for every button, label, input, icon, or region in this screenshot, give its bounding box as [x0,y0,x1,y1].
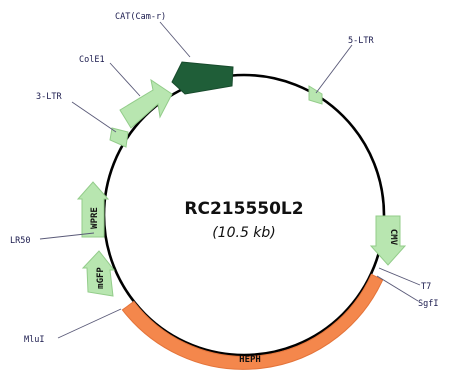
lr50-label: LR50 [10,236,30,246]
heph-label: HEPH [239,355,261,365]
ltr5-label: 5-LTR [348,36,374,46]
mgfp-label: mGFP [96,267,106,289]
mlui-label: MluI [24,335,44,345]
sgfi-label: SgfI [418,299,438,309]
cmv-arrow [369,215,407,266]
cat-arrow [171,61,234,95]
cmv-label: CMV [388,229,398,246]
cole1-label: ColE1 [79,55,105,65]
cole1-arrow [119,78,173,129]
cat-label: CAT(Cam-r) [115,12,166,22]
ltr5-arrow [308,85,323,105]
ltr3-arrow [109,127,129,148]
wpre-arrow [76,181,110,238]
plasmid-size: (10.5 kb) [212,225,276,241]
heph-arc [121,273,384,370]
t7-label: T7 [421,282,431,292]
plasmid-name: RC215550L2 [184,199,303,219]
ltr3-label: 3-LTR [36,92,62,102]
mgfp-arrow [81,250,116,297]
wpre-label: WPRE [90,207,100,229]
